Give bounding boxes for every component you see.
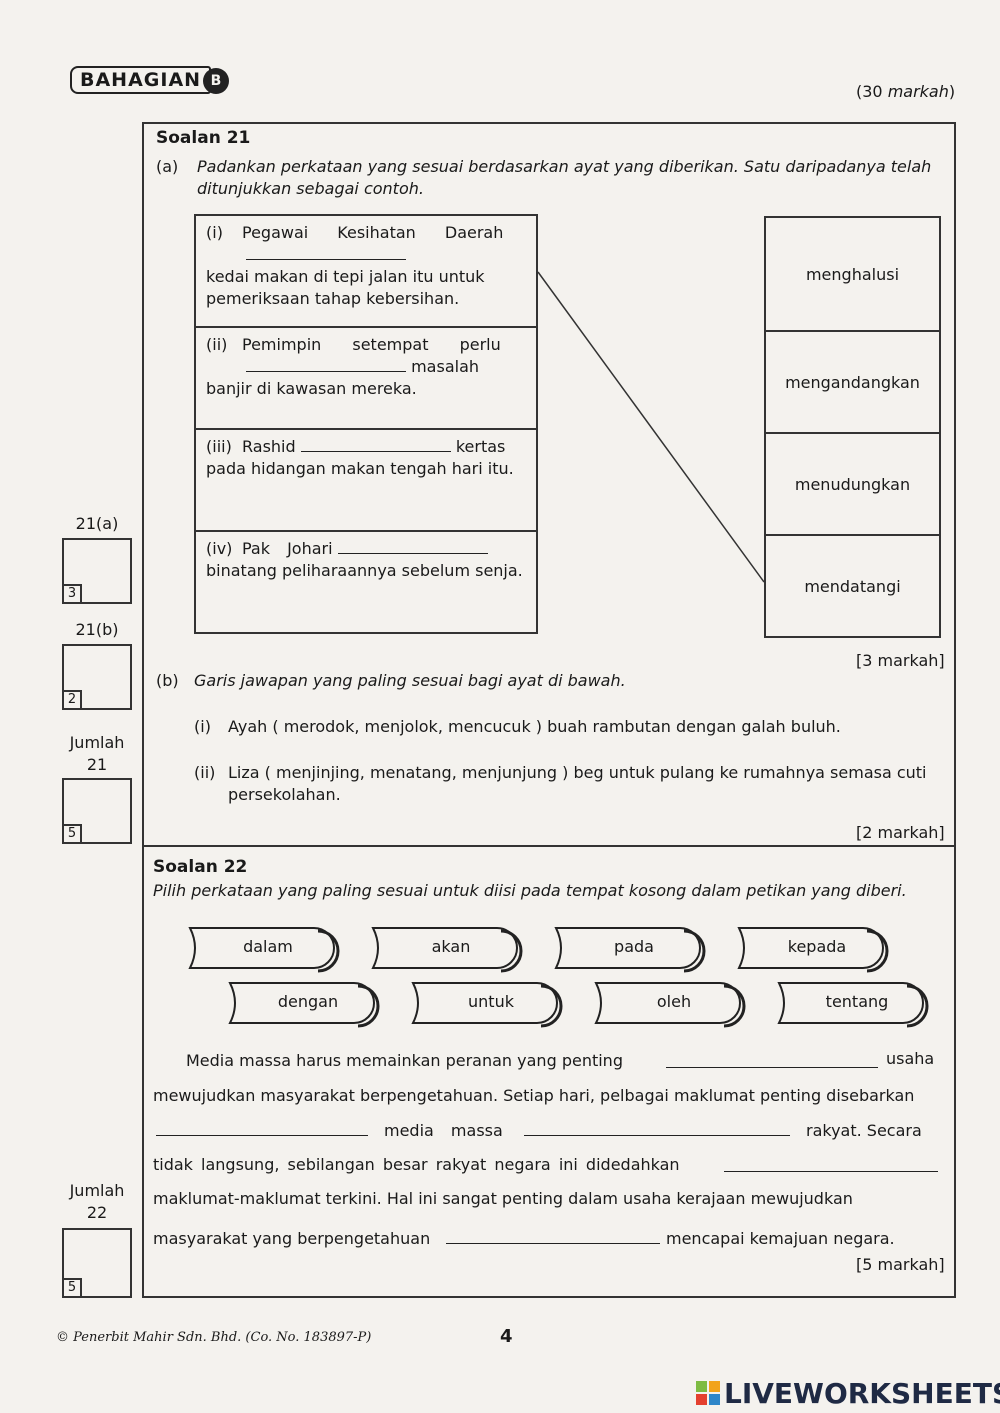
sentence-before: Rashid: [242, 437, 296, 456]
q22-marks: [5 markah]: [856, 1255, 945, 1274]
answer-blank-22-2[interactable]: [156, 1120, 368, 1136]
answer-blank-22-5[interactable]: [446, 1228, 660, 1244]
q21b-item-i[interactable]: Ayah ( merodok, menjolok, mencucuk ) bua…: [228, 717, 841, 736]
sentence-before: Pak Johari: [242, 539, 333, 558]
q22-instruction: Pilih perkataan yang paling sesuai untuk…: [153, 881, 907, 900]
passage-line-6a: masyarakat yang berpengetahuan: [153, 1229, 431, 1248]
score-box-jumlah21[interactable]: 5: [62, 778, 132, 844]
answer-blank-21a-i[interactable]: [246, 244, 406, 260]
option-untuk[interactable]: untuk: [468, 992, 514, 1011]
option-kepada[interactable]: kepada: [787, 937, 847, 956]
question-divider: [142, 845, 956, 847]
option-tentang[interactable]: tentang: [825, 992, 889, 1011]
q21a-marks: [3 markah]: [856, 651, 945, 670]
score-label-jumlah21: Jumlah: [69, 733, 125, 752]
passage-line-2: mewujudkan masyarakat berpengetahuan. Se…: [153, 1086, 915, 1105]
liveworksheets-logo-icon: [696, 1381, 720, 1405]
sentence-before: Pegawai Kesihatan Daerah: [242, 223, 504, 242]
answer-blank-21a-ii[interactable]: [246, 356, 406, 372]
q21b-marks: [2 markah]: [856, 823, 945, 842]
question-frame: [142, 122, 956, 1298]
sentence-box-iv: (iv) Pak Johari binatang peliharaannya se…: [194, 530, 538, 634]
answer-blank-21a-iv[interactable]: [337, 538, 488, 554]
passage-line-6b: mencapai kemajuan negara.: [666, 1229, 895, 1248]
q21b-instruction: Garis jawapan yang paling sesuai bagi ay…: [194, 671, 626, 690]
answer-blank-22-1[interactable]: [666, 1052, 878, 1068]
score-label-jumlah22-num: 22: [86, 1203, 108, 1222]
sentence-after: masalah banjir di kawasan mereka.: [206, 357, 480, 398]
word-label: menghalusi: [805, 264, 900, 284]
sentence-num: (iii): [206, 437, 232, 456]
word-label: mendatangi: [804, 576, 901, 596]
score-max-jumlah21: 5: [62, 824, 82, 844]
options-pills-shapes: [188, 926, 929, 1028]
option-pada[interactable]: pada: [614, 937, 654, 956]
answer-blank-21a-iii[interactable]: [300, 436, 451, 452]
publisher-credit: © Penerbit Mahir Sdn. Bhd. (Co. No. 1838…: [56, 1330, 372, 1345]
word-box-4[interactable]: mendatangi: [764, 534, 941, 638]
answer-blank-22-4[interactable]: [724, 1156, 938, 1172]
passage-line-5: maklumat-maklumat terkini. Hal ini sanga…: [153, 1189, 853, 1208]
passage-line-1b: usaha: [886, 1049, 935, 1068]
total-marks: (30 markah): [856, 82, 956, 101]
passage-line-1a: Media massa harus memainkan peranan yang…: [186, 1051, 623, 1070]
score-max-21a: 3: [62, 584, 82, 604]
option-akan[interactable]: akan: [431, 937, 471, 956]
sentence-after: kedai makan di tepi jalan itu untuk peme…: [206, 267, 485, 308]
q21a-instruction: Padankan perkataan yang sesuai berdasark…: [197, 157, 932, 198]
sentence-box-iii: (iii) Rashid kertas pada hidangan makan t…: [194, 428, 538, 532]
score-max-21b: 2: [62, 690, 82, 710]
score-label-21b: 21(b): [75, 620, 119, 639]
word-label: menudungkan: [794, 474, 911, 494]
score-label-jumlah21-num: 21: [86, 755, 108, 774]
page-number: 4: [500, 1326, 513, 1347]
option-dengan[interactable]: dengan: [277, 992, 339, 1011]
sentence-after: kertas pada hidangan makan tengah hari i…: [206, 437, 514, 478]
sentence-num: (ii): [206, 335, 228, 354]
score-box-21b[interactable]: 2: [62, 644, 132, 710]
option-oleh[interactable]: oleh: [656, 992, 692, 1011]
sentence-box-i: (i) Pegawai Kesihatan Daerah kedai makan …: [194, 214, 538, 328]
q21b-item-ii[interactable]: Liza ( menjinjing, menatang, menjunjung …: [228, 763, 927, 804]
section-letter: B: [203, 68, 229, 94]
option-dalam[interactable]: dalam: [243, 937, 293, 956]
sentence-num: (iv): [206, 539, 233, 558]
q21b-label: (b): [156, 671, 179, 690]
sentence-num: (i): [206, 223, 223, 242]
passage-line-3a: media massa: [384, 1121, 503, 1140]
score-label-jumlah22: Jumlah: [69, 1181, 125, 1200]
q21-title: Soalan 21: [156, 128, 251, 148]
q21b-num-i: (i): [194, 717, 211, 736]
score-box-jumlah22[interactable]: 5: [62, 1228, 132, 1298]
passage-line-4: tidak langsung, sebilangan besar rakyat …: [153, 1155, 680, 1174]
passage-line-3b: rakyat. Secara: [806, 1121, 922, 1140]
word-label: mengandangkan: [785, 372, 920, 392]
sentence-after: binatang peliharaannya sebelum senja.: [206, 561, 523, 580]
q22-title: Soalan 22: [153, 857, 248, 877]
q21a-label: (a): [156, 157, 179, 176]
answer-blank-22-3[interactable]: [524, 1120, 790, 1136]
example-match-line: [537, 271, 765, 583]
sentence-before: Pemimpin setempat perlu: [242, 335, 501, 354]
score-box-21a[interactable]: 3: [62, 538, 132, 604]
liveworksheets-watermark: LIVEWORKSHEETS: [724, 1377, 1000, 1410]
q21b-num-ii: (ii): [194, 763, 216, 782]
score-max-jumlah22: 5: [62, 1278, 82, 1298]
score-label-21a: 21(a): [75, 514, 119, 533]
